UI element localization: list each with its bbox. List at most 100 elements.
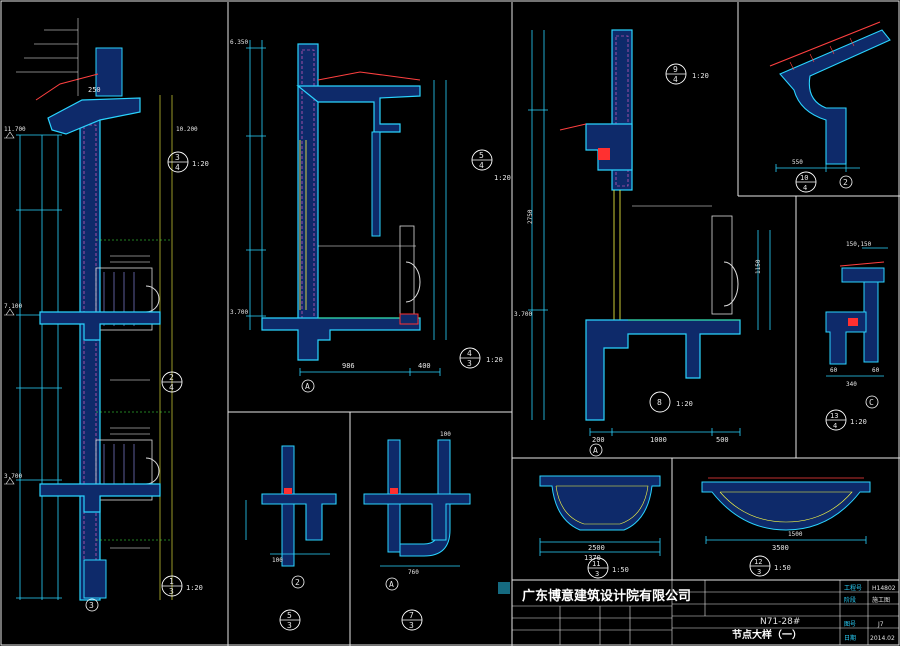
- detail-bubble-4-3: 4 3 1:20: [459, 347, 503, 369]
- detail-bubble-8: 8 1:20: [649, 391, 693, 413]
- svg-text:1:20: 1:20: [486, 356, 503, 364]
- axis-bubble-2: [291, 575, 305, 589]
- title-block: 广东博意建筑设计院有限公司 节点大样（一） N71-28# 工程号 H14802…: [498, 579, 900, 646]
- dim-1500: 1500: [788, 531, 803, 538]
- company-logo-icon: [498, 582, 510, 594]
- detail-bubble-9-4: 9 4 1:20: [665, 63, 709, 85]
- plan-12-3: 3500 1500 12 3 1:50: [701, 477, 871, 577]
- section-center-top: 986 400 6.350 3.700 A 5 4 1:20 4 3 1:20: [230, 39, 511, 393]
- dim-2750: 2750: [527, 209, 534, 224]
- svg-text:1:50: 1:50: [774, 564, 791, 572]
- plan-11-3: 2500 1370 11 3 1:50: [539, 475, 661, 579]
- svg-text:3: 3: [467, 359, 472, 368]
- axis-label-A-right: A: [593, 446, 598, 455]
- svg-text:5: 5: [287, 611, 292, 620]
- svg-text:3: 3: [595, 570, 599, 578]
- svg-text:13: 13: [830, 412, 838, 420]
- proj-no: H14802: [872, 585, 896, 592]
- svg-text:1:20: 1:20: [692, 72, 709, 80]
- label-sheet-no: 图号: [844, 621, 856, 628]
- svg-text:1: 1: [169, 577, 174, 586]
- svg-text:4: 4: [803, 184, 807, 192]
- elev-7100: 7.100: [4, 303, 22, 310]
- dim-340: 340: [846, 381, 857, 388]
- detail-bubble-5-4: 5 4 1:20: [471, 149, 511, 182]
- axis-label-A-small: A: [389, 580, 394, 589]
- axis-label-3: 3: [89, 601, 94, 610]
- svg-text:1:20: 1:20: [192, 160, 209, 168]
- elev-11700: 11.700: [4, 126, 26, 133]
- detail-bubble-5-3: 5 3: [279, 609, 301, 631]
- company-name: 广东博意建筑设计院有限公司: [522, 588, 691, 604]
- section-right-center: 200 1000 500 3.700 A 9 4 1:20 8 1:20 115…: [514, 29, 771, 457]
- svg-text:3: 3: [757, 568, 761, 576]
- axis-label-2: 2: [295, 578, 300, 587]
- axis-label-2-eave: 2: [843, 178, 848, 187]
- axis-label-A-center: A: [305, 382, 310, 391]
- detail-bubble-1-3: 1 3 1:20: [161, 575, 203, 597]
- svg-text:4: 4: [833, 422, 837, 430]
- svg-text:10: 10: [800, 174, 808, 182]
- svg-text:3: 3: [287, 621, 292, 630]
- sheet-no: J7: [877, 621, 884, 628]
- dim-100-b: 100: [440, 431, 451, 438]
- svg-text:9: 9: [673, 65, 678, 74]
- elev-3700-center: 3.700: [230, 309, 248, 316]
- svg-text:4: 4: [175, 163, 180, 172]
- dim-200: 200: [592, 436, 605, 444]
- axis-bubble-2-eave: [839, 175, 853, 189]
- dim-550: 550: [792, 159, 803, 166]
- detail-bubble-3-4: 3 4 1:20: [167, 151, 209, 173]
- elev-3700-left: 3.700: [4, 473, 22, 480]
- svg-text:1:20: 1:20: [494, 174, 511, 182]
- detail-bubble-11-3: 11 3 1:50: [587, 557, 629, 579]
- label-proj-no: 工程号: [844, 584, 862, 592]
- dim-60-a: 60: [830, 367, 838, 374]
- dim-986: 986: [342, 362, 355, 370]
- detail-small-5-3: 100 2 5 3: [245, 445, 337, 631]
- svg-text:8: 8: [657, 398, 662, 407]
- detail-bubble-7-3: 7 3: [401, 609, 423, 631]
- detail-bubble-12-3: 12 3 1:50: [749, 555, 791, 577]
- axis-label-C: C: [869, 398, 874, 407]
- dim-760: 760: [408, 569, 419, 576]
- dim-250: 250: [88, 86, 101, 94]
- axis-bubble-A-right: [589, 443, 603, 457]
- svg-text:1:20: 1:20: [676, 400, 693, 408]
- dim-2500: 2500: [588, 544, 605, 552]
- date: 2014.02: [870, 635, 895, 642]
- svg-text:4: 4: [467, 349, 472, 358]
- detail-bubble-10-4: 10 4: [795, 171, 817, 193]
- dim-1000: 1000: [650, 436, 667, 444]
- elev-3700-right: 3.700: [514, 311, 532, 318]
- svg-text:4: 4: [169, 383, 174, 392]
- detail-bubble-2-4: 2 4: [161, 371, 183, 393]
- axis-bubble-A-center: [301, 379, 315, 393]
- detail-eave-10-4: 550 2 10 4: [769, 21, 891, 193]
- drawing-title: 节点大样（一）: [732, 628, 802, 641]
- dim-150-150: 150,150: [846, 241, 872, 248]
- axis-bubble-C: [865, 395, 879, 409]
- axis-bubble-A-small: [385, 577, 399, 591]
- wall-section-left: 11.700 7.100 3.700 10.200 250 3 3 4 1:20…: [4, 18, 209, 612]
- label-date: 日期: [844, 634, 856, 642]
- svg-text:1:50: 1:50: [612, 566, 629, 574]
- svg-text:3: 3: [175, 153, 180, 162]
- svg-text:7: 7: [409, 611, 414, 620]
- detail-13-4: 150,150 60 60 340 C 13 4 1:20: [825, 241, 888, 431]
- svg-text:11: 11: [592, 560, 600, 568]
- dim-3500: 3500: [772, 544, 789, 552]
- svg-text:3: 3: [409, 621, 414, 630]
- label-stage: 阶段: [844, 596, 856, 604]
- detail-bubble-13-4: 13 4 1:20: [825, 409, 867, 431]
- dim-1150: 1150: [755, 259, 762, 274]
- elev-6350: 6.350: [230, 39, 248, 46]
- detail-small-7-3: 760 100 A 7 3: [363, 431, 471, 631]
- dim-400: 400: [418, 362, 431, 370]
- project-code: N71-28#: [760, 617, 800, 627]
- svg-text:2: 2: [169, 373, 174, 382]
- dim-60-b: 60: [872, 367, 880, 374]
- dim-500: 500: [716, 436, 729, 444]
